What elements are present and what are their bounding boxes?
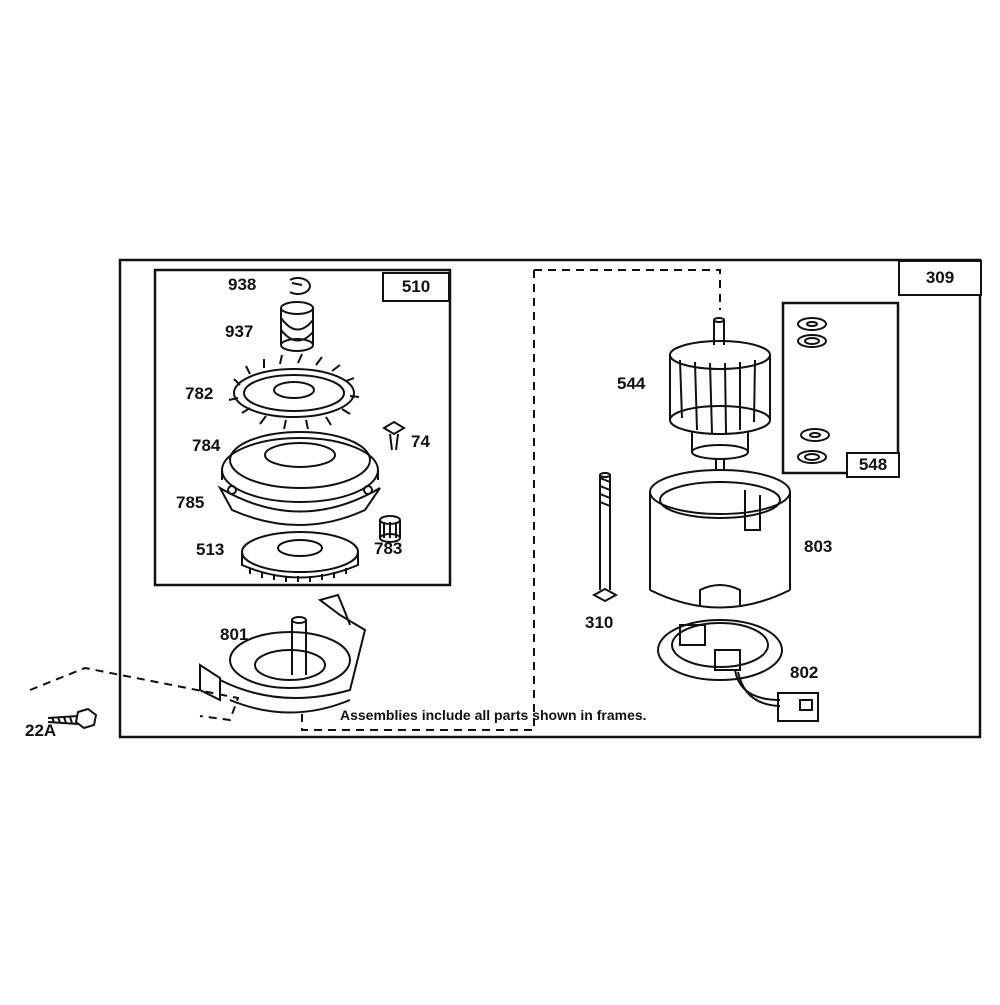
helix-937 <box>280 301 314 352</box>
motor-dashed-frame-top <box>534 269 721 310</box>
bolt-dashed-frame <box>29 666 240 722</box>
through-bolt-310 <box>591 472 619 603</box>
part-label-802: 802 <box>790 663 819 682</box>
washers-548 <box>797 317 830 464</box>
housing-801 <box>199 593 367 714</box>
outer-assembly-frame <box>118 258 982 739</box>
part-label-74: 74 <box>411 432 430 451</box>
part-label-784: 784 <box>192 436 221 455</box>
screw-74 <box>382 420 406 451</box>
motor-dashed-frame-side <box>301 270 535 731</box>
bolt-22a <box>47 707 98 730</box>
part-label-544: 544 <box>617 374 646 393</box>
cover-784 <box>221 431 379 503</box>
part-label-803: 803 <box>804 537 833 556</box>
clutch-513 <box>241 531 359 582</box>
assembly-note: Assemblies include all parts shown in fr… <box>340 707 647 723</box>
motor-can-803 <box>649 469 791 609</box>
pinion-783 <box>379 515 401 543</box>
assembly-tag-548: 548 <box>846 452 900 478</box>
part-label-937: 937 <box>225 322 254 341</box>
part-label-782: 782 <box>185 384 214 403</box>
assembly-tag-309: 309 <box>898 260 982 296</box>
part-label-801: 801 <box>220 625 249 644</box>
gear-assembly-frame <box>153 268 452 587</box>
washer-kit-frame <box>781 301 900 475</box>
part-label-783: 783 <box>374 539 403 558</box>
part-label-310: 310 <box>585 613 614 632</box>
armature-544 <box>669 317 771 470</box>
gasket-785 <box>217 485 381 526</box>
part-label-938: 938 <box>228 275 257 294</box>
part-label-22a: 22A <box>25 721 57 740</box>
part-label-785: 785 <box>176 493 205 512</box>
assembly-tag-510: 510 <box>382 272 450 302</box>
part-label-513: 513 <box>196 540 225 559</box>
gear-782 <box>228 353 360 430</box>
brush-plate-802 <box>657 619 819 722</box>
retaining-clip-938 <box>289 277 311 295</box>
